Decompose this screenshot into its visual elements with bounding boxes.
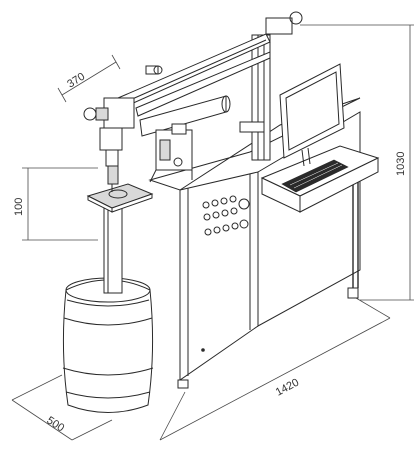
dip-tube — [103, 204, 123, 294]
middle-carriage — [149, 123, 193, 183]
horizontal-arm — [117, 33, 271, 137]
dimension-left-height: 100 — [13, 198, 25, 216]
keyboard-tray — [260, 145, 380, 213]
dimension-depth: 500 — [44, 414, 66, 434]
barrel — [62, 277, 154, 413]
dimension-top-width: 370 — [65, 71, 87, 91]
gantry-column — [239, 11, 303, 161]
control-buttons — [202, 195, 250, 236]
dimension-total-height: 1030 — [395, 152, 407, 176]
dimension-length: 1420 — [274, 377, 301, 399]
dimension-lines — [11, 24, 414, 441]
monitor — [279, 63, 345, 167]
left-platform — [86, 183, 154, 213]
filling-head — [83, 65, 163, 192]
